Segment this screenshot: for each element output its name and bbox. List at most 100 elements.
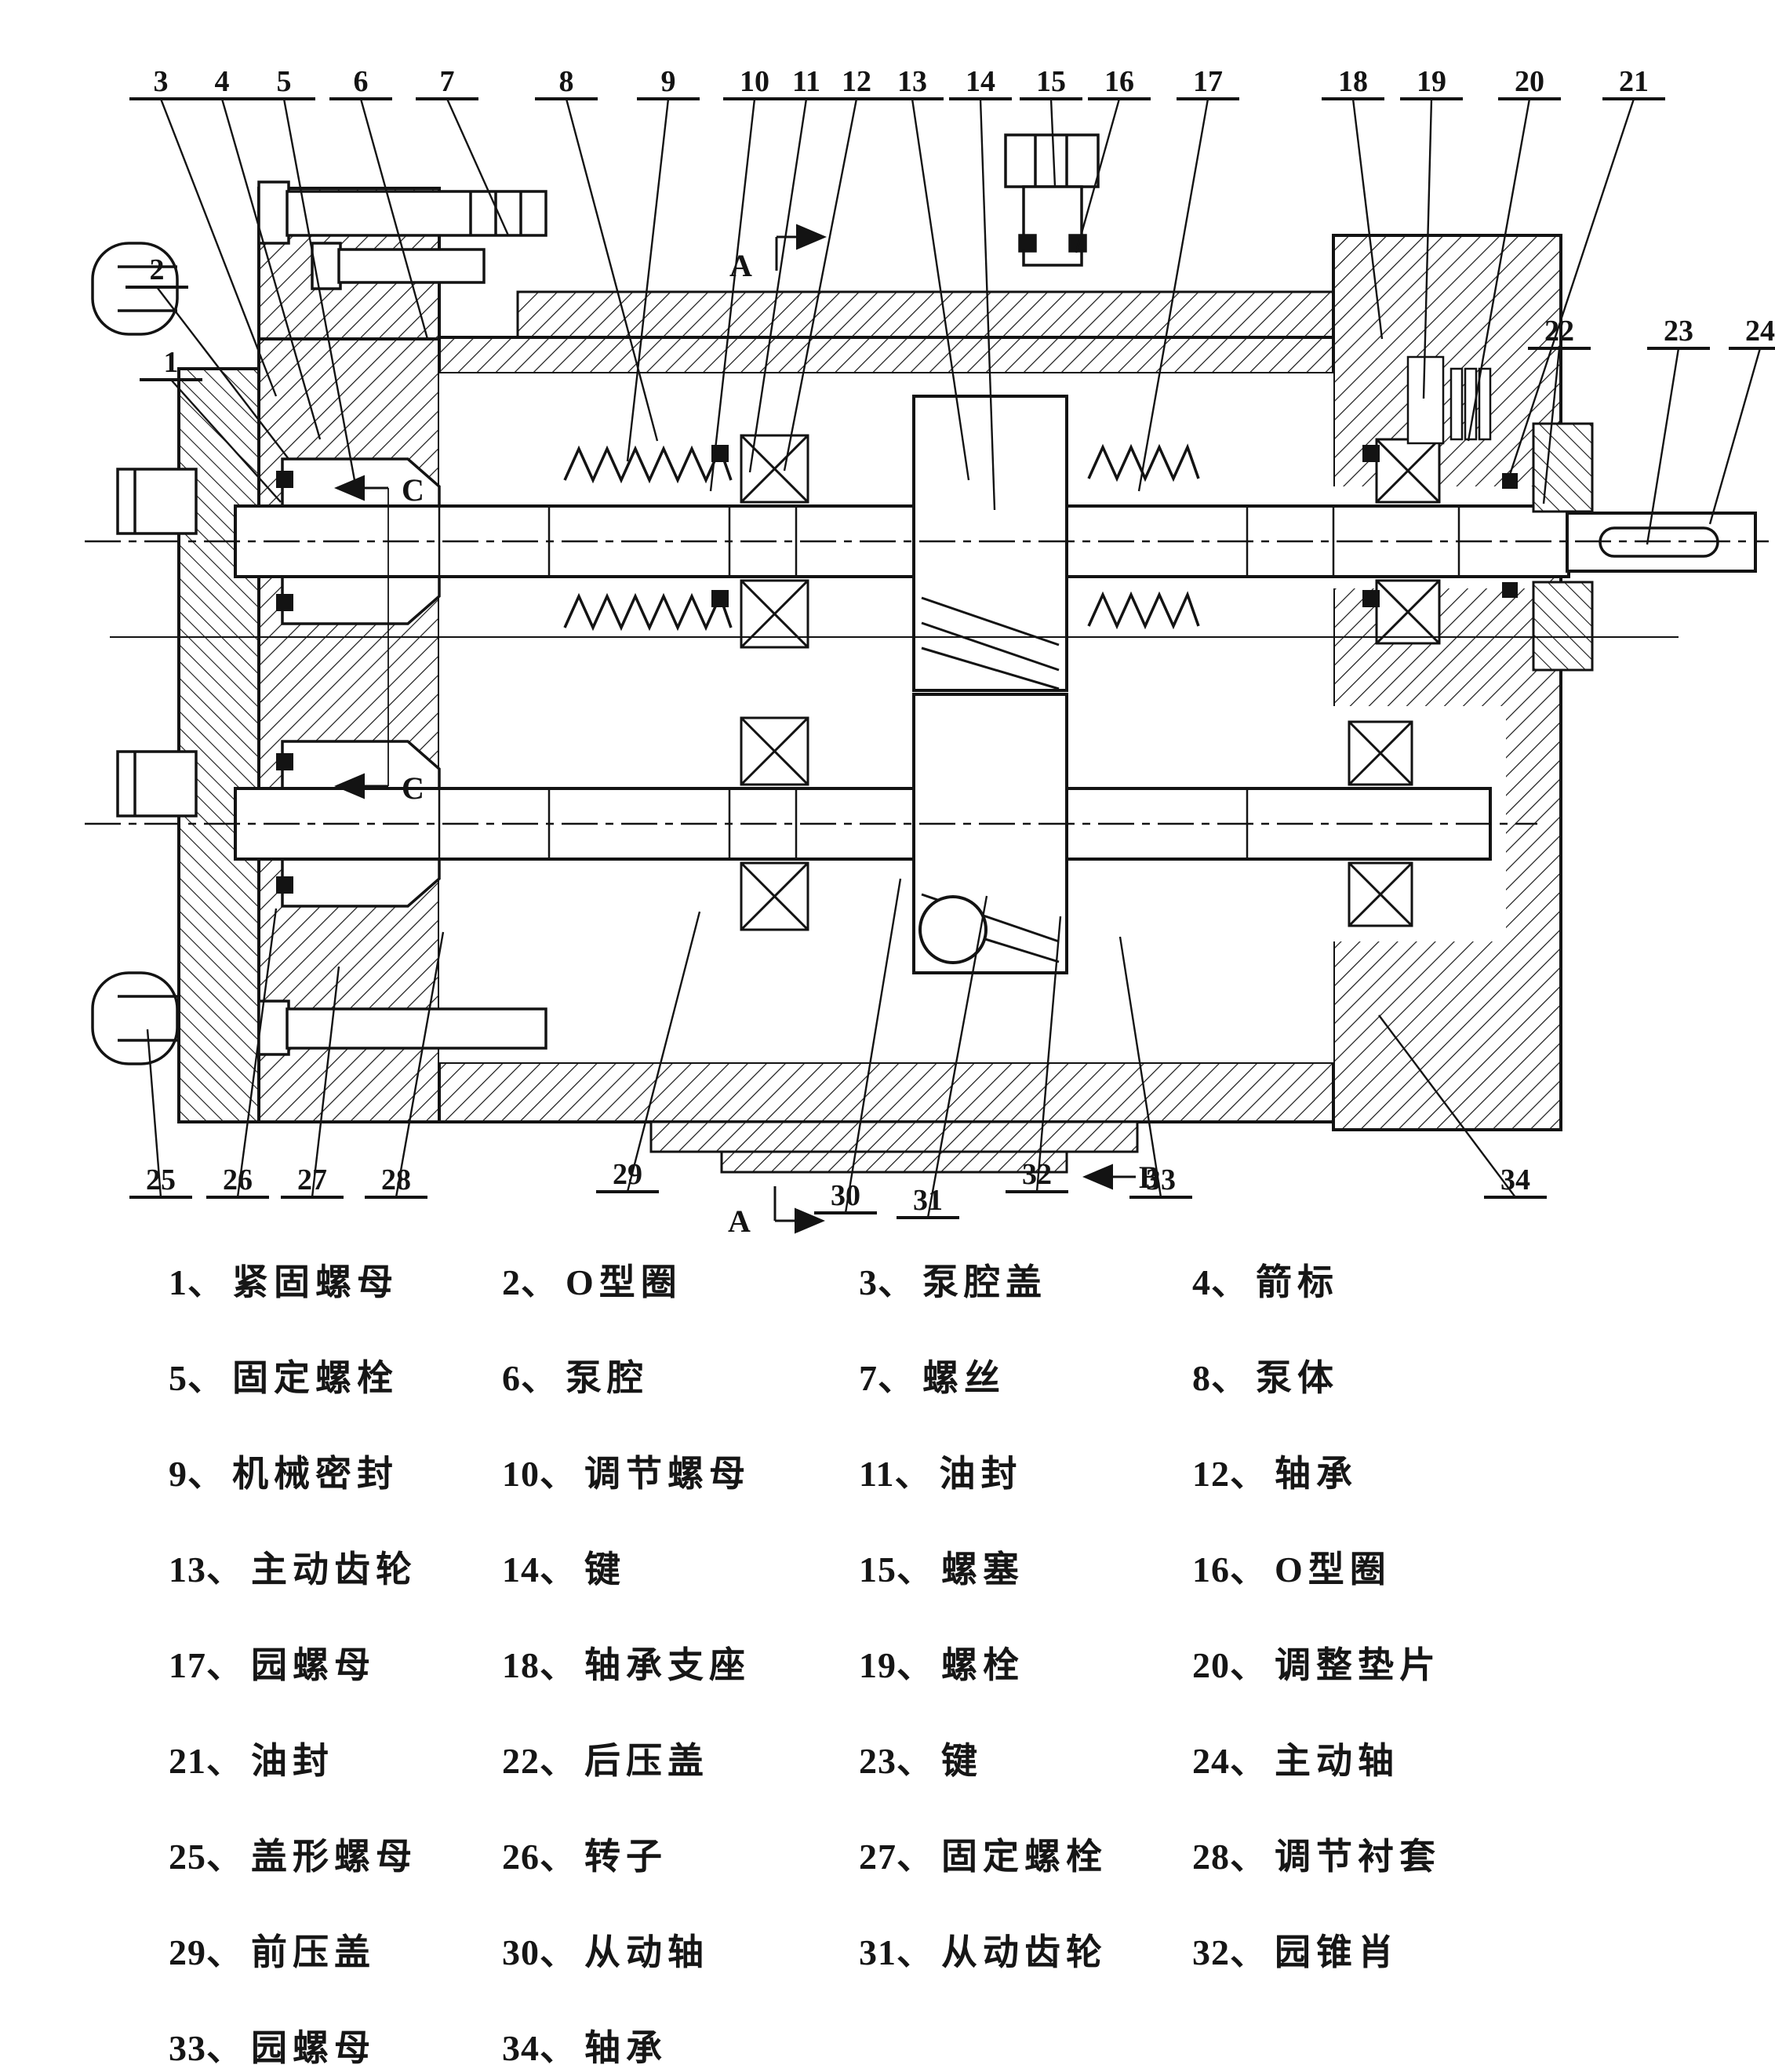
legend-item-number: 20、 [1192, 1645, 1267, 1685]
callout-number: 17 [1193, 65, 1223, 98]
legend-item-number: 19、 [859, 1645, 933, 1685]
legend-item-number: 5、 [169, 1358, 224, 1398]
callout-number: 7 [440, 65, 455, 98]
pump-cavity [439, 373, 1333, 1062]
callout-number: 5 [277, 65, 292, 98]
legend-item-label: 园螺母 [251, 1645, 376, 1685]
legend-item-label: 机械密封 [232, 1454, 398, 1494]
callout-number: 9 [661, 65, 676, 98]
legend-item-label: 螺丝 [922, 1358, 1006, 1398]
callout-number: 26 [223, 1163, 253, 1196]
legend-item-label: 油封 [251, 1741, 334, 1781]
legend-item-number: 2、 [502, 1262, 558, 1302]
legend-item-3: 3、泵腔盖 [859, 1254, 1047, 1305]
legend-item-23: 23、键 [859, 1732, 983, 1784]
section-marker-c-4: C [334, 770, 424, 806]
legend-item-label: 前压盖 [251, 1932, 376, 1972]
legend-item-28: 28、调节衬套 [1192, 1828, 1441, 1880]
rear-cover [1532, 422, 1594, 672]
legend-item-15: 15、螺塞 [859, 1541, 1024, 1593]
callout-7: 7 [416, 65, 510, 236]
bearings [740, 434, 1441, 931]
seal-springs [563, 443, 1200, 632]
section-marker-a-1: A [728, 1186, 825, 1239]
callout-number: 24 [1745, 315, 1775, 348]
callout-number: 22 [1544, 315, 1574, 348]
drain-hole [918, 895, 988, 964]
legend-item-number: 34、 [502, 2028, 577, 2068]
callout-16: 16 [1075, 65, 1151, 253]
legend-item-number: 15、 [859, 1549, 933, 1590]
legend-item-label: 泵腔 [566, 1358, 649, 1398]
callout-15: 15 [1020, 65, 1082, 188]
callout-number: 27 [297, 1163, 327, 1196]
legend-item-26: 26、转子 [502, 1828, 667, 1880]
legend-item-16: 16、O型圈 [1192, 1541, 1391, 1593]
legend-item-25: 25、盖形螺母 [169, 1828, 417, 1880]
legend-item-label: 泵腔盖 [922, 1262, 1047, 1302]
legend-item-label: 调节衬套 [1275, 1837, 1441, 1877]
assembly-drawing: 1234567891011121314151617181920212223242… [85, 65, 1775, 1239]
legend-item-number: 8、 [1192, 1358, 1248, 1398]
legend-item-24: 24、主动轴 [1192, 1732, 1399, 1784]
legend-item-label: O型圈 [1275, 1549, 1391, 1590]
callout-3: 3 [129, 65, 278, 397]
legend-item-number: 28、 [1192, 1837, 1267, 1877]
legend-item-label: O型圈 [566, 1262, 682, 1302]
legend-item-label: 主动轴 [1275, 1741, 1399, 1781]
section-marker-b-2: B [1082, 1160, 1160, 1195]
legend-item-14: 14、键 [502, 1541, 626, 1593]
legend-item-label: 螺塞 [941, 1549, 1024, 1590]
legend-item-label: 螺栓 [941, 1645, 1024, 1685]
callout-number: 29 [613, 1158, 642, 1191]
callout-13: 13 [881, 65, 970, 481]
callout-number: 14 [966, 65, 995, 98]
callout-27: 27 [281, 966, 344, 1199]
legend-item-number: 11、 [859, 1454, 932, 1494]
callout-number: 30 [831, 1179, 860, 1212]
callout-17: 17 [1137, 65, 1239, 492]
legend-item-number: 7、 [859, 1358, 915, 1398]
section-letter: C [402, 770, 424, 806]
section-marker-a-0: A [729, 224, 827, 283]
callout-number: 34 [1500, 1163, 1530, 1196]
callout-32: 32 [1006, 916, 1068, 1193]
legend-item-label: 主动齿轮 [251, 1549, 417, 1590]
legend-item-number: 27、 [859, 1837, 933, 1877]
callout-33: 33 [1118, 936, 1192, 1199]
legend-item-number: 12、 [1192, 1454, 1267, 1494]
callout-23: 23 [1646, 315, 1710, 545]
legend-item-number: 24、 [1192, 1741, 1267, 1781]
legend-item-number: 32、 [1192, 1932, 1267, 1972]
legend-item-number: 16、 [1192, 1549, 1267, 1590]
legend-item-13: 13、主动齿轮 [169, 1541, 417, 1593]
callout-22: 22 [1528, 315, 1591, 504]
callout-number: 2 [150, 253, 165, 286]
callout-number: 13 [897, 65, 927, 98]
legend-item-label: 轴承支座 [584, 1645, 751, 1685]
callout-number: 31 [913, 1184, 943, 1217]
legend-item-number: 4、 [1192, 1262, 1248, 1302]
legend-item-22: 22、后压盖 [502, 1732, 709, 1784]
callout-26: 26 [206, 908, 278, 1199]
legend-item-1: 1、紧固螺母 [169, 1254, 398, 1305]
legend-item-2: 2、O型圈 [502, 1254, 682, 1305]
legend-item-number: 1、 [169, 1262, 224, 1302]
legend-item-number: 9、 [169, 1454, 224, 1494]
legend-item-number: 17、 [169, 1645, 243, 1685]
legend-item-number: 23、 [859, 1741, 933, 1781]
legend-item-11: 11、油封 [859, 1445, 1022, 1497]
centerlines [85, 488, 1769, 825]
legend-item-number: 26、 [502, 1837, 577, 1877]
legend-item-7: 7、螺丝 [859, 1349, 1006, 1401]
legend-item-21: 21、油封 [169, 1732, 334, 1784]
callout-5: 5 [253, 65, 356, 481]
legend-item-number: 13、 [169, 1549, 243, 1590]
legend-item-label: 轴承 [584, 2028, 667, 2068]
callout-28: 28 [365, 931, 445, 1199]
section-letter: A [728, 1204, 751, 1239]
legend-item-number: 25、 [169, 1837, 243, 1877]
section-letter: B [1139, 1160, 1160, 1195]
